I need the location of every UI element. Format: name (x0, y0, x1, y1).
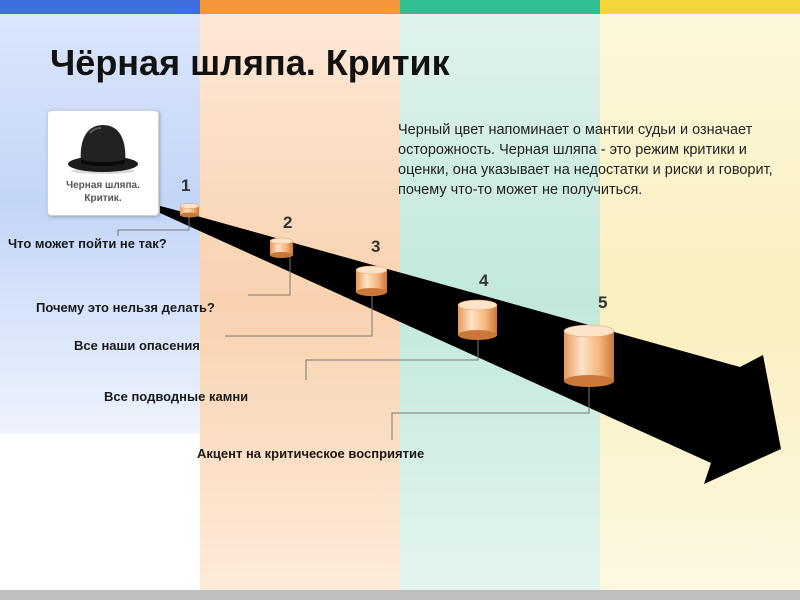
step-label-4: Все подводные камни (104, 389, 248, 404)
cylinder-4 (458, 300, 497, 340)
step-number-5: 5 (598, 293, 607, 312)
step-label-5: Акцент на критическое восприятие (197, 446, 424, 461)
cylinder-3 (356, 266, 387, 296)
step-label-2: Почему это нельзя делать? (36, 300, 215, 315)
hat-image-card: Черная шляпа. Критик. (47, 110, 159, 216)
leader-line-3 (225, 293, 372, 336)
step-number-3: 3 (371, 237, 380, 256)
black-bowler-hat-icon (66, 119, 140, 177)
cylinder-5 (564, 325, 614, 387)
step-label-1: Что может пойти не так? (8, 236, 167, 251)
step-number-2: 2 (283, 213, 292, 232)
progression-arrow (160, 206, 781, 484)
hat-caption: Черная шляпа. Критик. (52, 179, 154, 205)
hat-caption-line-1: Черная шляпа. (52, 179, 154, 192)
cylinder-2 (270, 238, 293, 258)
step-label-3: Все наши опасения (74, 338, 200, 353)
bottom-bar (0, 590, 800, 600)
step-number-1: 1 (181, 176, 190, 195)
hat-caption-line-2: Критик. (52, 192, 154, 205)
step-number-4: 4 (479, 271, 489, 290)
cylinder-1 (180, 204, 199, 218)
